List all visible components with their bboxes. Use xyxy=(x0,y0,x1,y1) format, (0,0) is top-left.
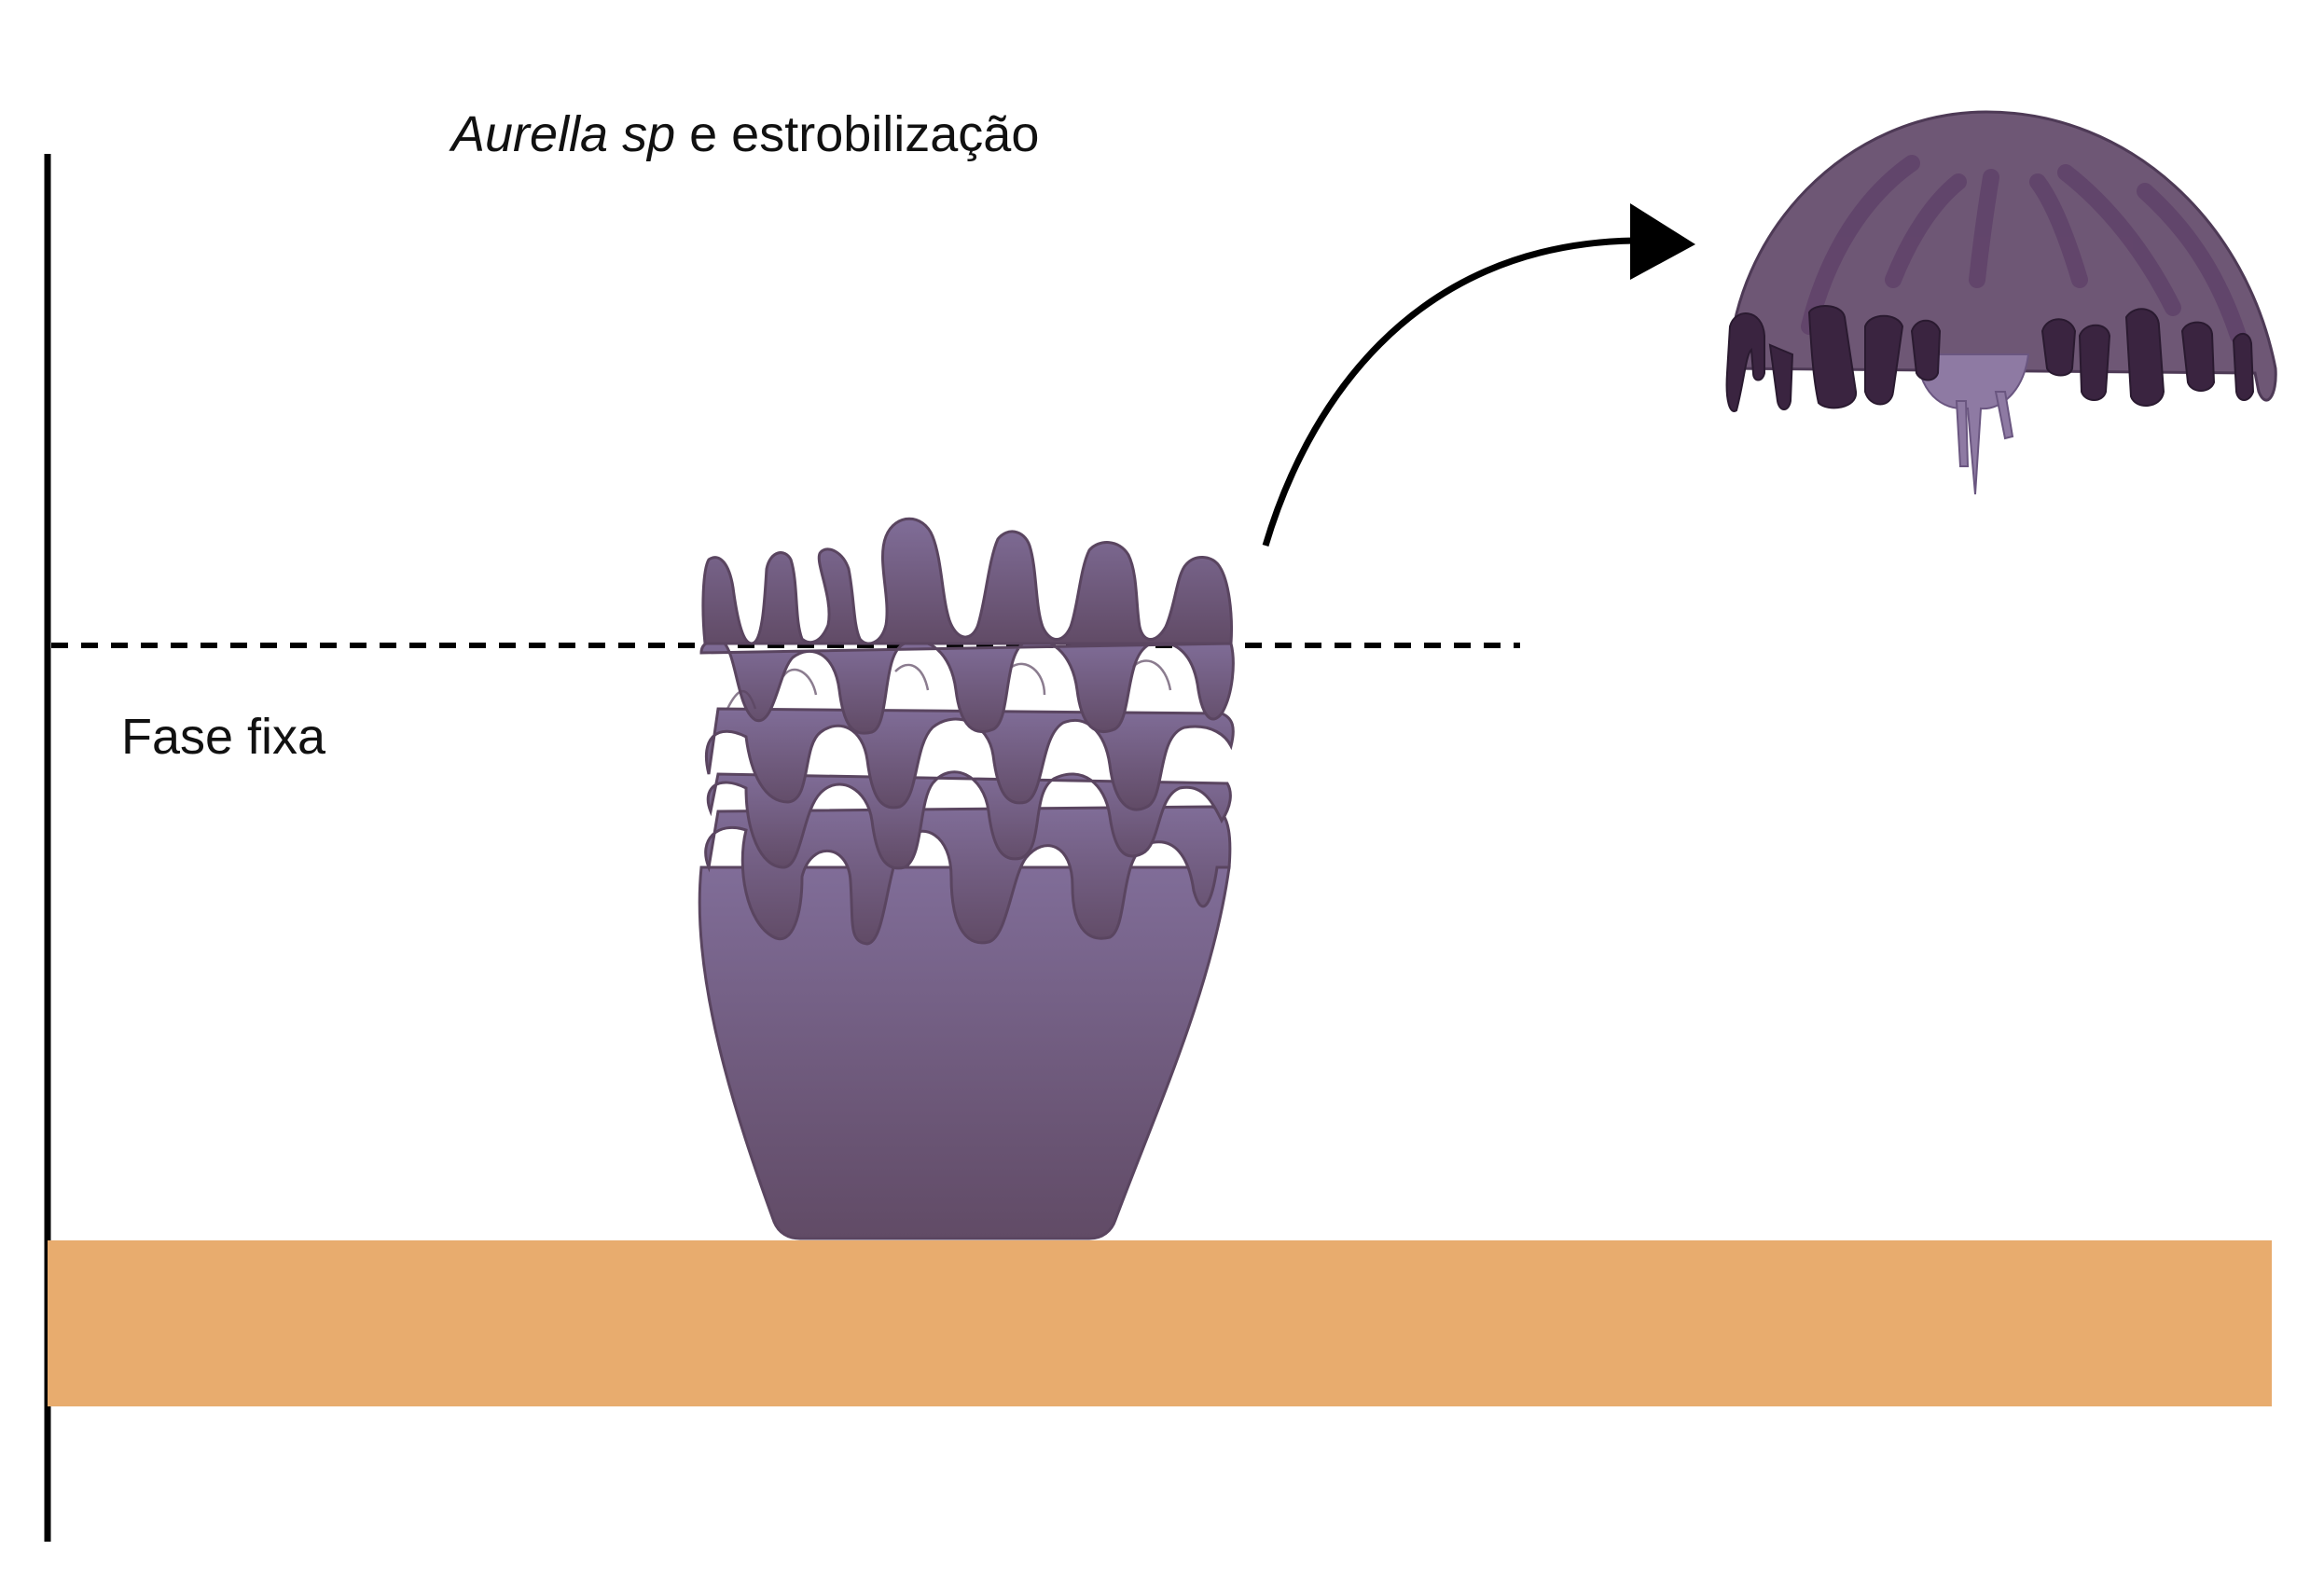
strobila-polyp xyxy=(698,517,1235,1240)
title-italic: Aurella sp xyxy=(449,106,675,162)
release-arrow-head xyxy=(1630,203,1695,280)
fixed-phase-label: Fase fixa xyxy=(121,709,326,765)
diagram-title: Aurella sp e estrobilização xyxy=(449,106,1039,162)
release-arrow-curve xyxy=(1262,237,1635,547)
substrate-bar xyxy=(48,1240,2272,1406)
medusa-ephyra xyxy=(1725,110,2277,495)
title-rest: e estrobilização xyxy=(675,106,1039,162)
